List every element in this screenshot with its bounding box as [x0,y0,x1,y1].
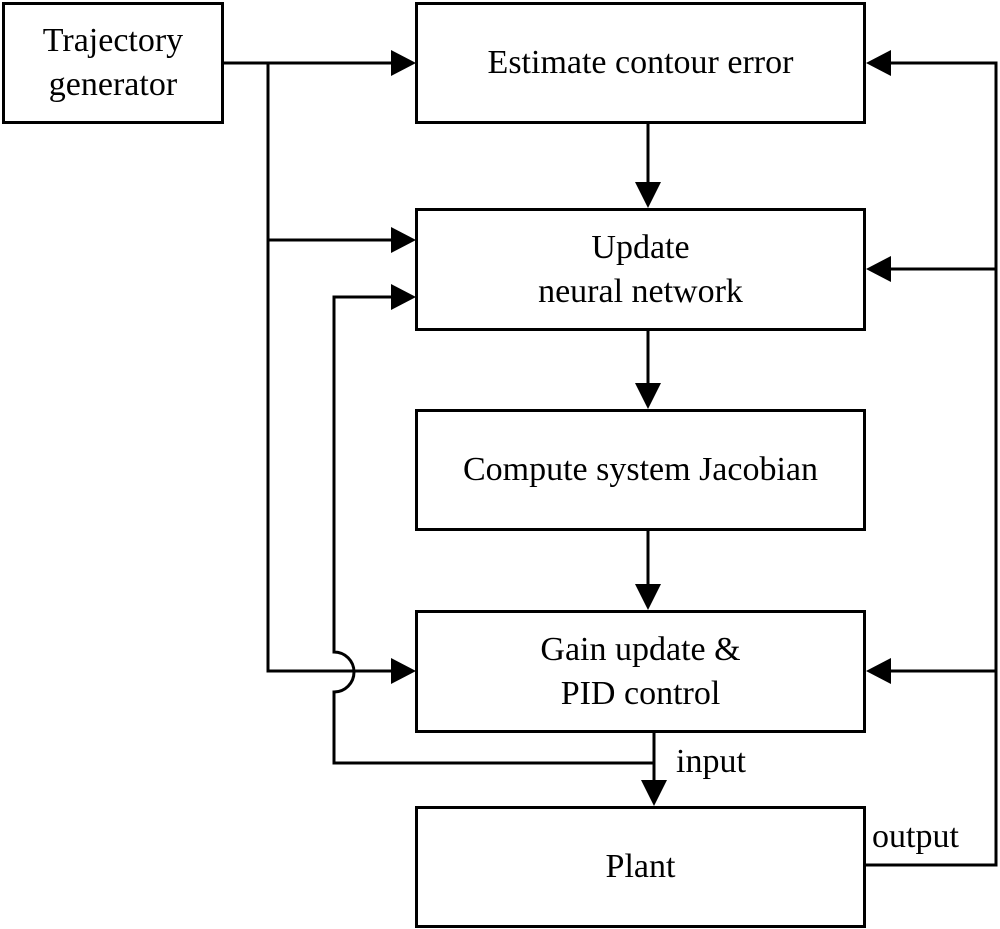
node-update-neural-network-line1: Update [591,228,690,266]
arrowhead-bus-into-update-nn [391,227,416,253]
arrowhead-loop-into-update-nn [391,284,416,310]
node-plant: Plant [415,806,866,928]
edge-label-output: output [872,818,959,855]
node-compute-system-jacobian-label: Compute system Jacobian [462,451,819,489]
node-gain-update-pid-control-line1: Gain update & [540,630,741,668]
node-plant-label: Plant [605,848,676,886]
arrowhead-into-update-nn [635,182,661,208]
node-trajectory-generator-line2: generator [48,66,178,103]
edge-label-input: input [676,743,746,780]
arrowhead-into-estimate [391,50,416,76]
arrowhead-into-gain [635,584,661,610]
node-trajectory-generator-line1: Trajectory [42,22,184,60]
arrowhead-into-jacobian [635,383,661,409]
node-gain-update-pid-control: Gain update & PID control [415,610,866,733]
node-trajectory-generator: Trajectory generator [2,2,224,124]
arrowhead-bus-into-gain [391,658,416,684]
node-compute-system-jacobian: Compute system Jacobian [415,409,866,531]
node-update-neural-network: Update neural network [415,208,866,331]
arrowhead-into-plant [641,780,667,806]
connector-input-feedback-loop [332,295,656,765]
node-update-neural-network-line2: neural network [538,272,743,310]
arrowhead-output-into-update-nn [866,256,891,282]
node-estimate-contour-error: Estimate contour error [415,2,866,124]
node-gain-update-pid-control-line2: PID control [560,674,721,712]
arrowhead-output-into-gain [866,658,891,684]
node-estimate-contour-error-label: Estimate contour error [487,44,794,82]
arrowhead-output-into-estimate [866,50,891,76]
